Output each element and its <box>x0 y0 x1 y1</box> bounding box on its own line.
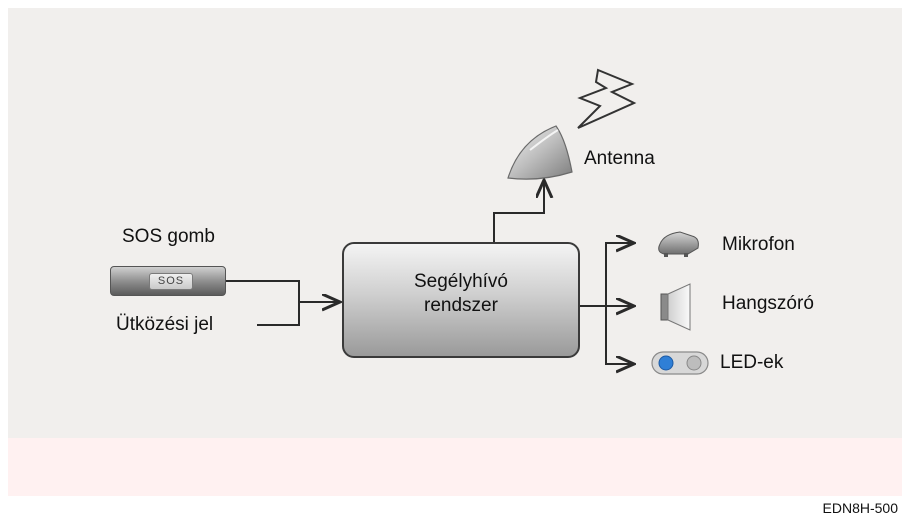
figure-code: EDN8H-500 <box>822 500 898 516</box>
sos-button-face: SOS <box>149 273 193 290</box>
sos-line <box>226 280 338 302</box>
microphone-icon <box>658 231 699 257</box>
signal-bolt-icon <box>577 68 637 129</box>
crash-line <box>257 302 300 326</box>
speaker-icon <box>660 283 691 331</box>
microphone-label: Mikrofon <box>722 234 795 255</box>
antenna-line <box>493 182 544 242</box>
output-trunk <box>580 243 632 307</box>
sos-button-graphic: SOS <box>110 266 226 296</box>
crash-signal-label: Ütközési jel <box>116 314 214 335</box>
footer-band <box>8 438 902 496</box>
leds-icon <box>651 351 709 375</box>
speaker-label: Hangszóró <box>722 293 814 314</box>
antenna-label: Antenna <box>584 148 655 169</box>
system-title-line1: Segélyhívó <box>413 271 508 292</box>
leds-label: LED-ek <box>720 352 784 373</box>
led-line <box>605 306 632 364</box>
diagram-background <box>8 8 902 438</box>
sos-button-label: SOS gomb <box>122 226 215 247</box>
antenna-icon <box>507 125 573 180</box>
system-title-line2: rendszer <box>424 295 498 316</box>
emergency-system-box: Segélyhívó rendszer <box>342 242 580 358</box>
